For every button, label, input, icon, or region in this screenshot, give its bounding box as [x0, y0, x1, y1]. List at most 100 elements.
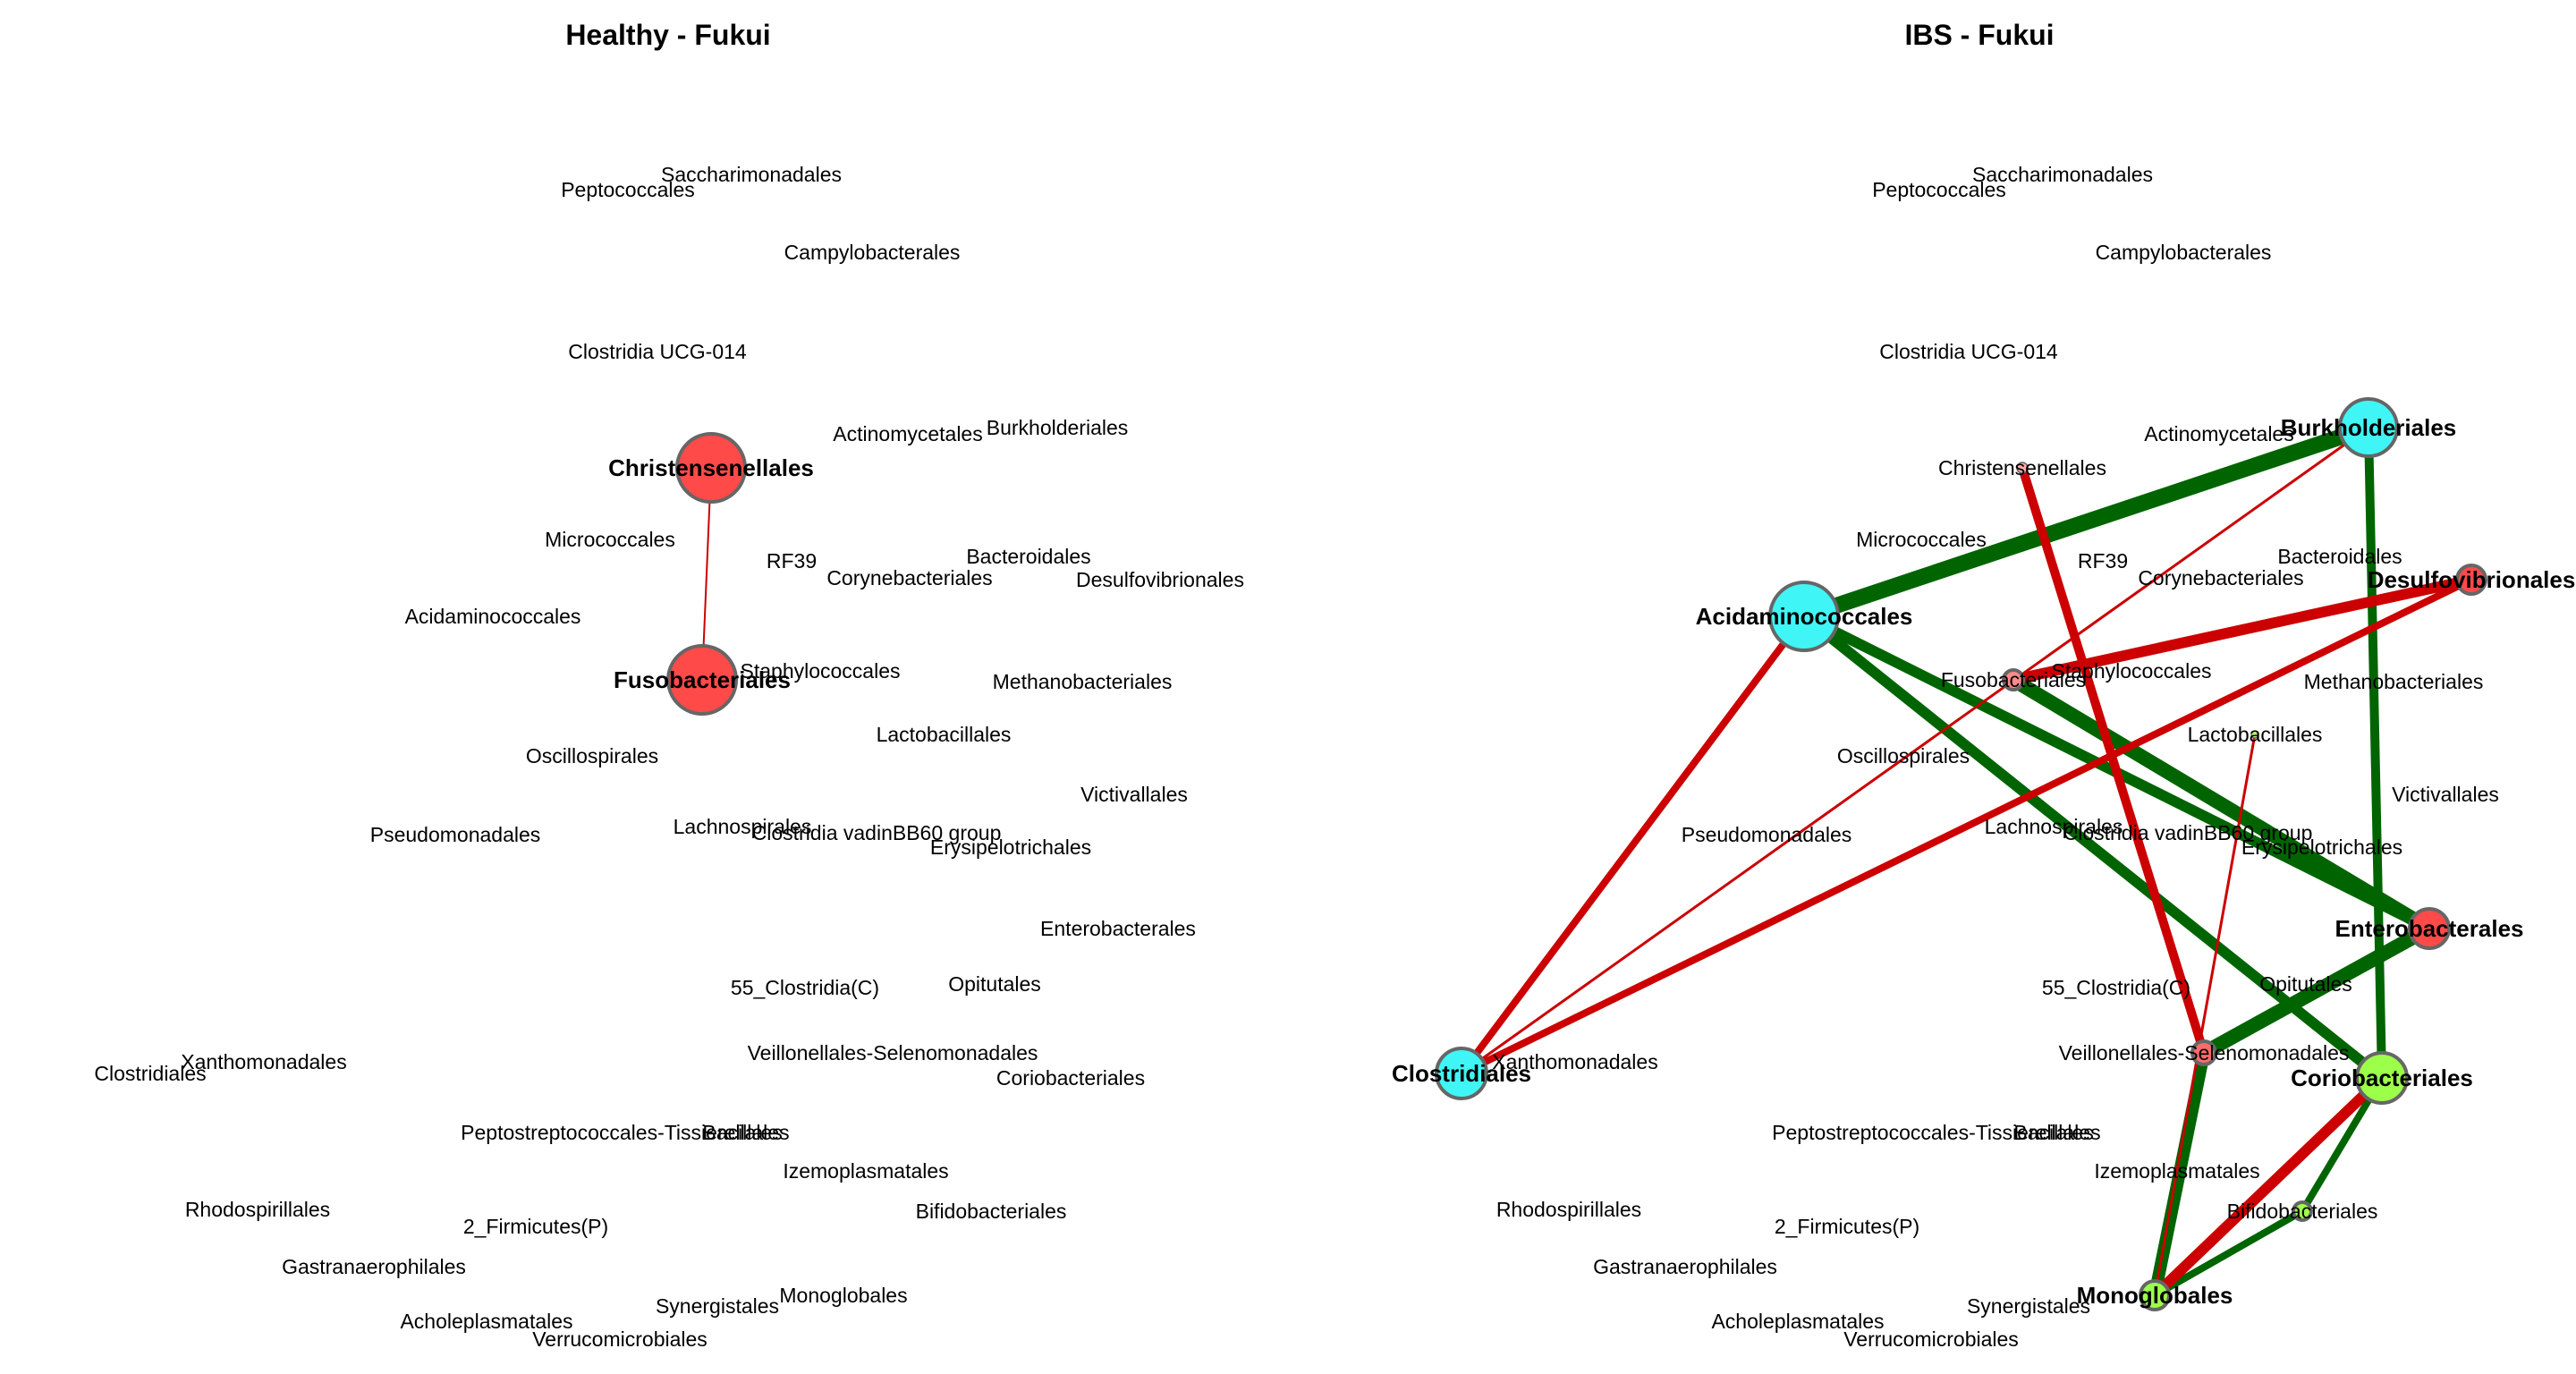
- edge-burkholderiales-coriobacteriales: [2364, 423, 2386, 1082]
- node-label-opitutales: Opitutales: [2259, 972, 2352, 996]
- edge-enterobacterales-veillonellales-selenomonadales: [2197, 921, 2436, 1060]
- edge-fusobacteriales-desulfovibrionales: [2008, 574, 2477, 685]
- node-label-acidaminococcales: Acidaminococcales: [405, 605, 581, 628]
- node-label-monoglobales: Monoglobales: [2077, 1282, 2233, 1309]
- node-christensenellales[interactable]: [2016, 462, 2029, 474]
- node-label-synergistales: Synergistales: [656, 1294, 779, 1318]
- node-enterobacterales[interactable]: [2408, 907, 2451, 950]
- node-label-actinomycetales: Actinomycetales: [833, 422, 982, 445]
- node-label-verrucomicrobiales: Verrucomicrobiales: [1843, 1327, 2019, 1351]
- node-label-verrucomicrobiales: Verrucomicrobiales: [532, 1327, 708, 1351]
- node-label-acholeplasmatales: Acholeplasmatales: [400, 1310, 572, 1333]
- node-acidaminococcales[interactable]: [1768, 581, 1840, 652]
- node-label-lactobacillales: Lactobacillales: [2188, 723, 2323, 746]
- node-label-lachnospirales: Lachnospirales: [1985, 815, 2123, 838]
- node-label-coriobacteriales: Coriobacteriales: [2291, 1064, 2473, 1091]
- node-label-clostridiales: Clostridiales: [1392, 1060, 1531, 1087]
- node-label-peptococcales: Peptococcales: [561, 178, 695, 201]
- edge-acidaminococcales-clostridiales: [1458, 613, 1808, 1077]
- node-label-bacillales: Bacillales: [702, 1121, 789, 1144]
- panel-title-healthy: Healthy - Fukui: [565, 19, 770, 51]
- edge-monoglobales-bifidobacteriales: [2151, 1208, 2306, 1299]
- node-label-desulfovibrionales: Desulfovibrionales: [2368, 566, 2576, 593]
- node-label-staphylococcales: Staphylococcales: [2052, 659, 2212, 683]
- node-veillonellales-selenomonadales[interactable]: [2190, 1039, 2217, 1066]
- node-label-xanthomonadales: Xanthomonadales: [1492, 1050, 1657, 1073]
- node-label-opitutales: Opitutales: [948, 972, 1041, 996]
- node-lactobacillales[interactable]: [2250, 730, 2259, 739]
- node-label-55-clostridia-c: 55_Clostridia(C): [731, 976, 879, 999]
- node-label-oscillospirales: Oscillospirales: [1837, 744, 1970, 768]
- node-label-pseudomonadales: Pseudomonadales: [370, 823, 541, 846]
- node-label-rf39: RF39: [2078, 549, 2128, 572]
- node-label-bacteroidales: Bacteroidales: [2277, 545, 2402, 568]
- node-label-rf39: RF39: [767, 549, 817, 572]
- edge-layer: [1458, 420, 2477, 1302]
- node-label-coriobacteriales: Coriobacteriales: [996, 1066, 1145, 1090]
- node-monoglobales[interactable]: [2139, 1279, 2171, 1311]
- node-label-victivallales: Victivallales: [2392, 783, 2499, 806]
- node-label-2-firmicutes-p: 2_Firmicutes(P): [1775, 1215, 1919, 1238]
- node-label-lactobacillales: Lactobacillales: [877, 723, 1012, 746]
- node-label-rhodospirillales: Rhodospirillales: [1496, 1198, 1641, 1221]
- node-label-clostridia-vadinbb60-group: Clostridia vadinBB60 group: [752, 821, 1002, 844]
- node-label-corynebacteriales: Corynebacteriales: [2138, 566, 2303, 589]
- node-label-erysipelotrichales: Erysipelotrichales: [930, 835, 1091, 859]
- node-label-rhodospirillales: Rhodospirillales: [185, 1198, 330, 1221]
- label-layer: SaccharimonadalesPeptococcalesCampylobac…: [1392, 163, 2575, 1351]
- node-fusobacteriales[interactable]: [666, 644, 738, 716]
- node-label-gastranaerophilales: Gastranaerophilales: [1593, 1255, 1777, 1278]
- node-label-methanobacteriales: Methanobacteriales: [2304, 670, 2484, 693]
- node-burkholderiales[interactable]: [2338, 397, 2399, 458]
- node-label-oscillospirales: Oscillospirales: [526, 744, 658, 768]
- node-coriobacteriales[interactable]: [2355, 1051, 2409, 1105]
- node-clostridiales[interactable]: [1435, 1047, 1488, 1100]
- label-layer: SaccharimonadalesPeptococcalesCampylobac…: [94, 163, 1244, 1351]
- node-label-campylobacterales: Campylobacterales: [2096, 241, 2272, 264]
- node-label-erysipelotrichales: Erysipelotrichales: [2241, 835, 2402, 859]
- edge-clostridiales-desulfovibrionales: [1458, 576, 2475, 1077]
- node-label-fusobacteriales: Fusobacteriales: [614, 666, 791, 693]
- node-label-fusobacteriales: Fusobacteriales: [1941, 668, 2086, 691]
- panel-title-ibs: IBS - Fukui: [1904, 19, 2054, 51]
- node-label-bifidobacteriales: Bifidobacteriales: [916, 1200, 1067, 1223]
- node-label-corynebacteriales: Corynebacteriales: [826, 566, 992, 589]
- node-label-peptococcales: Peptococcales: [1872, 178, 2006, 201]
- node-desulfovibrionales[interactable]: [2455, 564, 2487, 596]
- node-label-clostridia-ucg-014: Clostridia UCG-014: [1879, 340, 2058, 363]
- edge-christensenellales-veillonellales-selenomonadales: [2018, 463, 2208, 1057]
- node-label-peptostreptococcales-tissierellales: Peptostreptococcales-Tissierellales: [461, 1121, 783, 1144]
- node-label-acholeplasmatales: Acholeplasmatales: [1711, 1310, 1884, 1333]
- ibs-network-panel: IBS - Fukui SaccharimonadalesPeptococcal…: [1392, 19, 2575, 1351]
- node-label-xanthomonadales: Xanthomonadales: [181, 1050, 346, 1073]
- node-layer: [1435, 397, 2487, 1311]
- node-label-staphylococcales: Staphylococcales: [741, 659, 901, 683]
- node-label-christensenellales: Christensenellales: [608, 454, 814, 481]
- node-label-burkholderiales: Burkholderiales: [987, 416, 1129, 439]
- node-label-micrococcales: Micrococcales: [1856, 528, 1987, 551]
- node-label-veillonellales-selenomonadales: Veillonellales-Selenomonadales: [2059, 1041, 2350, 1064]
- node-label-campylobacterales: Campylobacterales: [784, 241, 961, 264]
- node-label-bifidobacteriales: Bifidobacteriales: [2227, 1200, 2378, 1223]
- node-label-clostridiales: Clostridiales: [94, 1062, 206, 1085]
- node-label-saccharimonadales: Saccharimonadales: [661, 163, 842, 186]
- node-label-clostridia-vadinbb60-group: Clostridia vadinBB60 group: [2063, 821, 2313, 844]
- node-label-desulfovibrionales: Desulfovibrionales: [1076, 568, 1244, 591]
- edge-coriobacteriales-monoglobales: [2149, 1073, 2387, 1301]
- node-christensenellales[interactable]: [675, 432, 747, 504]
- node-label-methanobacteriales: Methanobacteriales: [993, 670, 1173, 693]
- node-layer: [666, 432, 747, 716]
- node-label-lachnospirales: Lachnospirales: [674, 815, 812, 838]
- node-label-gastranaerophilales: Gastranaerophilales: [282, 1255, 466, 1278]
- node-label-bacteroidales: Bacteroidales: [966, 545, 1090, 568]
- node-label-monoglobales: Monoglobales: [779, 1284, 907, 1307]
- node-label-micrococcales: Micrococcales: [545, 528, 675, 551]
- node-label-enterobacterales: Enterobacterales: [1040, 917, 1196, 940]
- node-fusobacteriales[interactable]: [2002, 668, 2025, 691]
- node-label-izemoplasmatales: Izemoplasmatales: [783, 1159, 948, 1183]
- edge-acidaminococcales-burkholderiales: [1796, 420, 2377, 624]
- healthy-network-panel: Healthy - Fukui SaccharimonadalesPeptoco…: [94, 19, 1244, 1351]
- node-bifidobacteriales[interactable]: [2292, 1200, 2313, 1222]
- node-label-bacillales: Bacillales: [2013, 1121, 2100, 1144]
